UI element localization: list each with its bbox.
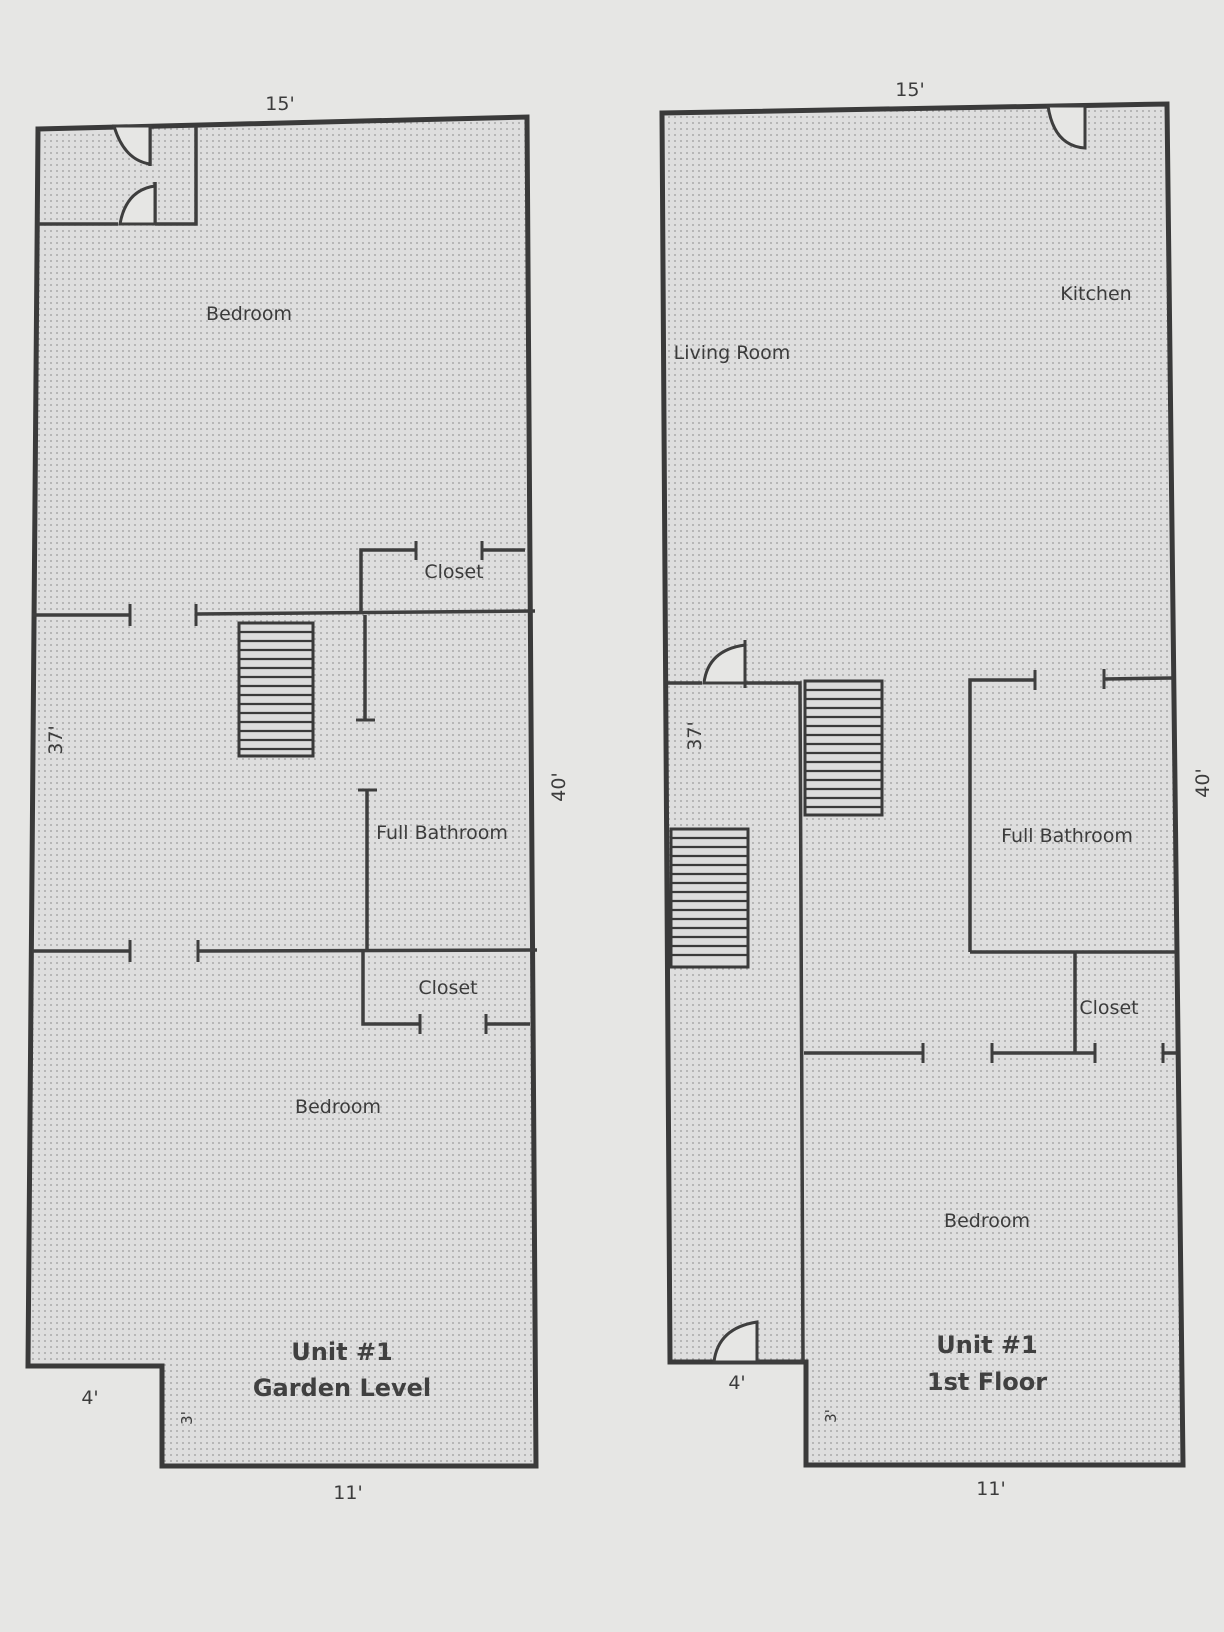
garden-dim-top: 15': [265, 93, 294, 115]
hall-door-icon: [702, 643, 747, 685]
vestibule-door-icon: [118, 184, 157, 226]
first-dim-left: 37': [684, 721, 706, 750]
upper-partition-wall: [32, 604, 536, 626]
first-floor-stairs-lower: [669, 827, 750, 969]
kitchen-door-icon: [1046, 104, 1087, 150]
first-unit-title: Unit #1: [936, 1331, 1037, 1359]
garden-room-closet-bottom: Closet: [418, 977, 477, 999]
garden-dim-bottom: 11': [333, 1482, 362, 1504]
garden-dim-notch: 3': [178, 1411, 196, 1425]
garden-unit-subtitle: Garden Level: [253, 1374, 431, 1402]
rear-door: [712, 1320, 803, 1364]
garden-level-outer-wall: [25, 114, 539, 1469]
first-floor-bathroom-walls: [968, 669, 1176, 954]
garden-dim-right: 40': [548, 772, 570, 801]
first-floor-plan: 15' Kitchen Living Room 37' 40' Full Bat…: [659, 79, 1214, 1500]
garden-room-full-bathroom: Full Bathroom: [376, 822, 508, 844]
closet-top: [359, 541, 525, 612]
first-room-closet: Closet: [1079, 997, 1138, 1019]
entry-vestibule: [38, 124, 198, 226]
first-room-full-bathroom: Full Bathroom: [1001, 825, 1133, 847]
first-dim-notch: 3': [822, 1409, 840, 1423]
bathroom-wall: [356, 615, 377, 950]
hall-wall: [668, 640, 805, 1363]
first-floor-outer-wall: [659, 101, 1186, 1468]
garden-stairs: [237, 621, 315, 758]
closet-bottom: [361, 950, 530, 1034]
first-room-kitchen: Kitchen: [1060, 283, 1131, 305]
garden-unit-title: Unit #1: [291, 1338, 392, 1366]
garden-dim-left: 37': [45, 725, 67, 754]
lower-partition-wall: [32, 940, 538, 962]
first-dim-bottom: 11': [976, 1478, 1005, 1500]
first-unit-subtitle: 1st Floor: [927, 1368, 1047, 1396]
first-room-bedroom: Bedroom: [944, 1210, 1030, 1232]
first-room-living-room: Living Room: [674, 342, 791, 364]
first-floor-closet-walls: [804, 952, 1177, 1063]
rear-door-icon: [712, 1320, 759, 1364]
first-dim-right: 40': [1192, 768, 1214, 797]
garden-room-bedroom-bottom: Bedroom: [295, 1096, 381, 1118]
garden-dim-step: 4': [81, 1387, 98, 1409]
garden-level-plan: 15' Bedroom Closet 37' 40' Full Bathroom…: [25, 93, 570, 1504]
entry-door-icon: [111, 124, 152, 166]
first-dim-top: 15': [895, 79, 924, 101]
garden-room-bedroom-top: Bedroom: [206, 303, 292, 325]
garden-room-closet-top: Closet: [424, 561, 483, 583]
first-dim-step: 4': [728, 1372, 745, 1394]
first-floor-stairs-upper: [803, 679, 884, 817]
